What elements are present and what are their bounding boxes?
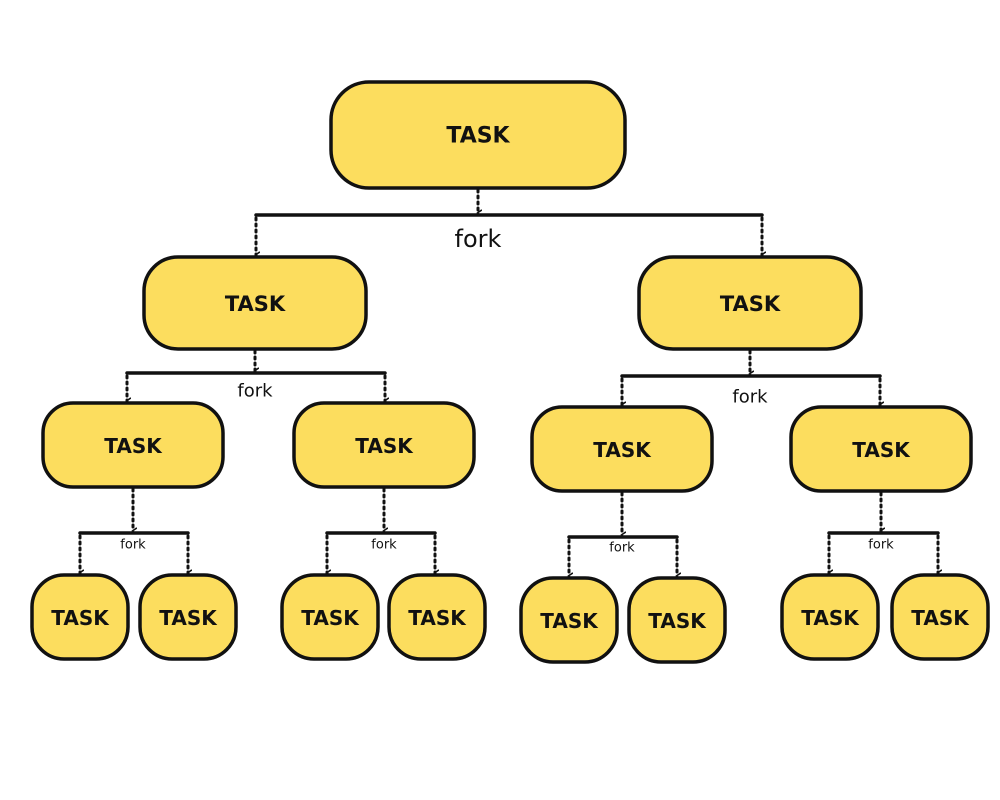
fork-connector bbox=[125, 349, 385, 401]
task-node: TASK bbox=[142, 255, 368, 351]
task-node: TASK bbox=[627, 576, 727, 664]
task-label: TASK bbox=[355, 434, 414, 458]
task-label: TASK bbox=[720, 292, 781, 316]
task-label: TASK bbox=[104, 434, 163, 458]
fork-connector bbox=[325, 487, 435, 573]
task-node: TASK bbox=[387, 573, 487, 661]
task-box bbox=[530, 405, 714, 493]
fork-labels-layer: fork fork fork fork fork fork fork bbox=[120, 225, 894, 556]
task-label: TASK bbox=[408, 606, 467, 630]
task-node: TASK bbox=[789, 405, 973, 493]
task-node: TASK bbox=[519, 576, 619, 664]
task-label: TASK bbox=[225, 292, 286, 316]
task-box bbox=[280, 573, 380, 661]
task-box bbox=[789, 405, 973, 493]
task-box bbox=[387, 573, 487, 661]
task-node: TASK bbox=[329, 80, 627, 190]
task-node: TASK bbox=[292, 401, 476, 489]
task-node: TASK bbox=[890, 573, 990, 661]
task-box bbox=[138, 573, 238, 661]
task-box bbox=[41, 401, 225, 489]
task-label: TASK bbox=[51, 606, 110, 630]
connectors-layer bbox=[78, 188, 938, 576]
task-box bbox=[780, 573, 880, 661]
fork-connector bbox=[254, 188, 762, 255]
task-node: TASK bbox=[530, 405, 714, 493]
task-node: TASK bbox=[41, 401, 225, 489]
task-node: TASK bbox=[138, 573, 238, 661]
task-label: TASK bbox=[301, 606, 360, 630]
fork-connector bbox=[78, 487, 188, 573]
task-label: TASK bbox=[540, 609, 599, 633]
task-label: TASK bbox=[911, 606, 970, 630]
fork-label: fork bbox=[609, 541, 635, 556]
task-box bbox=[30, 573, 130, 661]
task-node: TASK bbox=[637, 255, 863, 351]
fork-connector bbox=[567, 491, 677, 576]
task-node: TASK bbox=[30, 573, 130, 661]
task-label: TASK bbox=[446, 124, 510, 149]
fork-label: fork bbox=[237, 381, 273, 402]
task-label: TASK bbox=[593, 438, 652, 462]
task-box bbox=[142, 255, 368, 351]
task-box bbox=[890, 573, 990, 661]
task-label: TASK bbox=[159, 606, 218, 630]
fork-label: fork bbox=[120, 538, 146, 553]
task-label: TASK bbox=[852, 438, 911, 462]
task-label: TASK bbox=[801, 606, 860, 630]
task-node: TASK bbox=[780, 573, 880, 661]
task-nodes-layer: TASK TASK TASK TASK TASK TASK TASK TASK TASK TASK… bbox=[30, 80, 990, 664]
fork-label: fork bbox=[455, 225, 502, 253]
task-box bbox=[627, 576, 727, 664]
task-box bbox=[519, 576, 619, 664]
task-node: TASK bbox=[280, 573, 380, 661]
task-box bbox=[329, 80, 627, 190]
task-box bbox=[292, 401, 476, 489]
task-box bbox=[637, 255, 863, 351]
fork-connector bbox=[620, 349, 880, 405]
fork-label: fork bbox=[868, 538, 894, 553]
fork-label: fork bbox=[732, 387, 768, 408]
task-label: TASK bbox=[648, 609, 707, 633]
fork-connector bbox=[827, 491, 938, 573]
fork-label: fork bbox=[371, 538, 397, 553]
